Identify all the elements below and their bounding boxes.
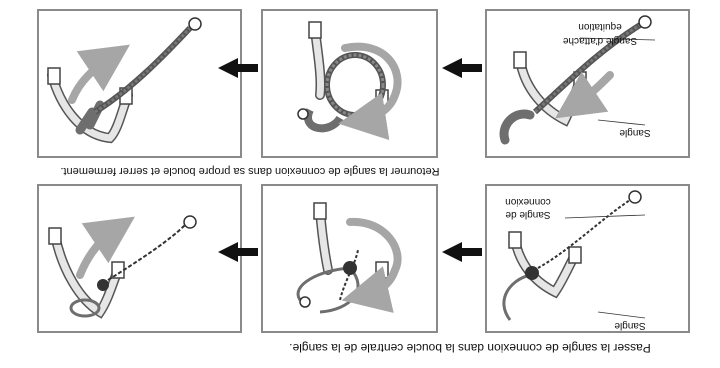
flow-arrow-top-2 [442, 58, 482, 78]
label-top-tether-line2: equitation [578, 21, 621, 32]
label-top-strap: Sangle [619, 127, 651, 138]
caption-bottom: Passer la sangle de connexion dans la bo… [289, 341, 651, 355]
flow-arrow-bottom-2 [442, 242, 482, 262]
panel-top-2 [262, 10, 437, 157]
panel-bottom-1 [38, 185, 241, 332]
panel-top-1 [38, 10, 241, 157]
label-bottom-connect-line1: Sangle de [505, 209, 550, 220]
label-top-tether-line1: Sangle d'attache [562, 35, 637, 46]
panel-bottom-2 [262, 185, 437, 332]
label-bottom-connect-line2: connexion [505, 196, 551, 207]
caption-top: Retourner la sangle de connexion dans sa… [60, 165, 439, 177]
label-bottom-strap: Sangle [614, 320, 646, 331]
